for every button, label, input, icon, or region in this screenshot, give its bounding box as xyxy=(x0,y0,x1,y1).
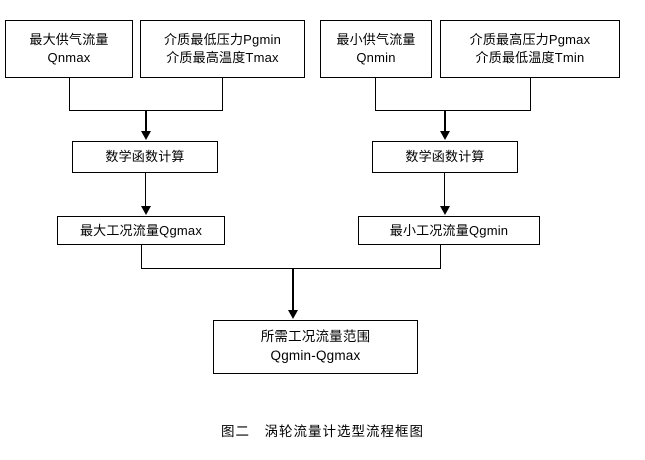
node-line-2: Qnmin xyxy=(356,50,396,65)
node-calc-left: 数学函数计算 xyxy=(72,141,218,173)
connector-from-max-pressure-min-temp xyxy=(530,78,531,110)
node-line-2: 介质最低温度Tmin xyxy=(475,50,585,65)
connector-from-qgmax xyxy=(141,245,142,268)
node-line-2: Qnmax xyxy=(47,50,91,65)
arrowhead-to-calc-right xyxy=(440,131,450,140)
connector-calc-right-to-qgmin xyxy=(444,173,445,207)
connector-from-qgmin xyxy=(440,245,441,268)
connector-calc-left-to-qgmax xyxy=(145,173,146,207)
connector-merge-bar-right xyxy=(375,110,531,111)
connector-to-calc-right xyxy=(444,110,446,133)
arrowhead-to-final-range xyxy=(288,310,298,319)
connector-to-calc-left xyxy=(145,110,147,133)
node-line-2: 介质最高温度Tmax xyxy=(166,50,279,65)
connector-from-max-supply-flow xyxy=(69,78,70,110)
node-line-1: 数学函数计算 xyxy=(105,149,185,165)
arrowhead-to-qgmin xyxy=(440,206,450,215)
connector-from-min-supply-flow xyxy=(375,78,376,110)
node-result-min-working-flow: 最小工况流量Qgmin xyxy=(358,216,540,245)
node-line-1: 介质最高压力Pgmax xyxy=(469,32,591,48)
node-result-max-working-flow: 最大工况流量Qgmax xyxy=(57,216,225,245)
node-line-1: 介质最低压力Pgmin xyxy=(163,32,282,48)
node-input-min-pressure-max-temp: 介质最低压力Pgmin 介质最高温度Tmax xyxy=(140,20,305,78)
node-line-1: 数学函数计算 xyxy=(405,149,485,165)
node-calc-right: 数学函数计算 xyxy=(372,141,518,173)
node-input-max-pressure-min-temp: 介质最高压力Pgmax 介质最低温度Tmin xyxy=(440,20,620,78)
node-line-1: 所需工况流量范围 xyxy=(260,329,371,345)
node-input-min-supply-flow: 最小供气流量 Qnmin xyxy=(320,20,432,78)
arrowhead-to-calc-left xyxy=(141,131,151,140)
node-line-1: 最大工况流量Qgmax xyxy=(79,222,203,238)
connector-from-min-pressure-max-temp xyxy=(222,78,223,110)
node-line-1: 最大供气流量 xyxy=(29,32,109,48)
node-line-1: 最小供气流量 xyxy=(336,32,416,48)
node-line-1: 最小工况流量Qgmin xyxy=(389,222,509,238)
connector-to-final-range xyxy=(292,268,294,312)
connector-merge-bar-bottom xyxy=(141,268,441,269)
node-final-range: 所需工况流量范围 Qgmin-Qgmax xyxy=(213,320,418,374)
node-input-max-supply-flow: 最大供气流量 Qnmax xyxy=(5,20,133,78)
arrowhead-to-qgmax xyxy=(141,206,151,215)
figure-caption: 图二 涡轮流量计选型流程框图 xyxy=(221,424,424,439)
node-line-2: Qgmin-Qgmax xyxy=(270,348,361,363)
